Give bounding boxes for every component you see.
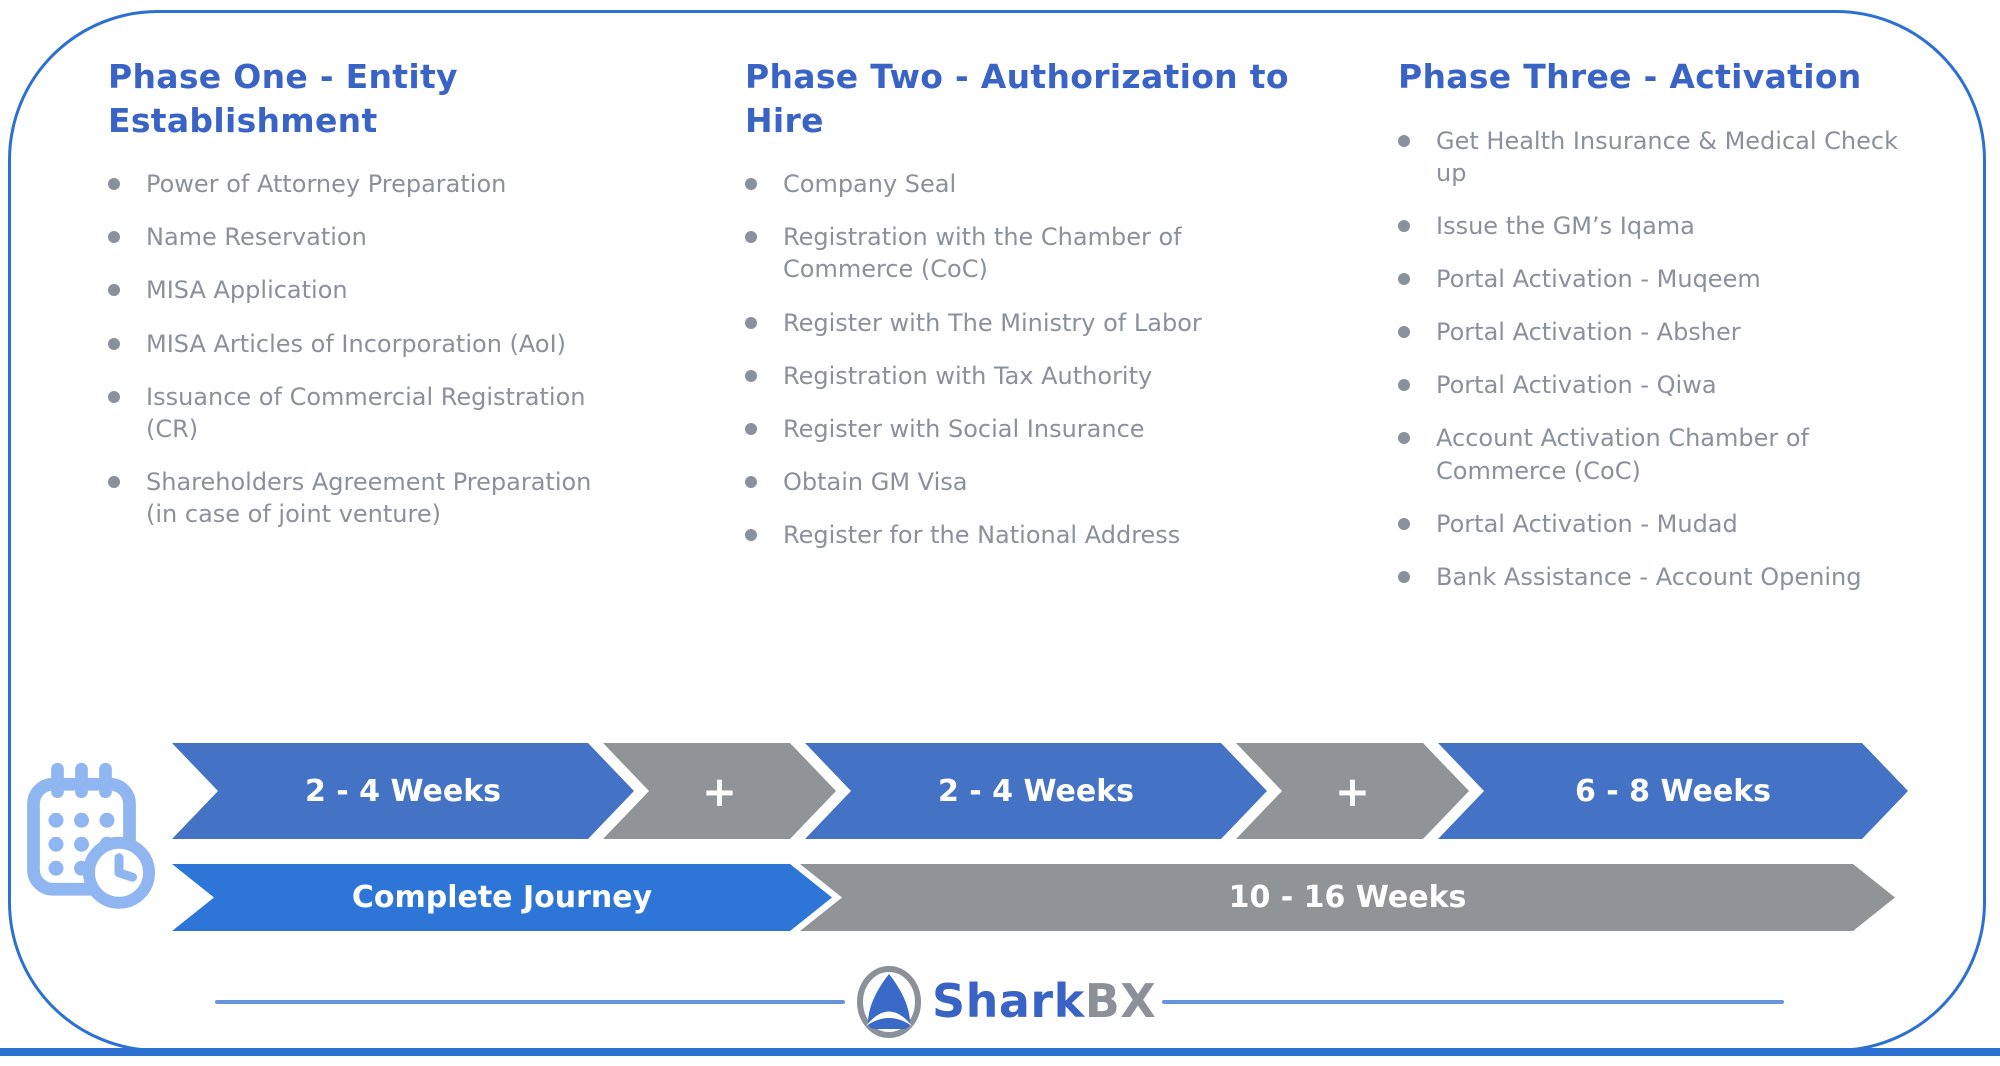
bullet-icon <box>745 231 757 244</box>
bullet-icon <box>108 178 120 191</box>
bullet-icon <box>745 476 757 489</box>
phase-two-title: Phase Two - Authorization to Hire <box>745 57 1289 140</box>
phase-one-column: Phase One - Entity Establishment Power o… <box>108 55 598 551</box>
bullet-icon <box>108 476 120 489</box>
bullet-icon <box>1398 570 1410 583</box>
duration-arrow-phase-two: 2 - 4 Weeks <box>805 743 1267 839</box>
list-item: Portal Activation - Muqeem <box>1398 263 1923 295</box>
list-item: Company Seal <box>745 168 1305 200</box>
list-item: Issuance of Commercial Registration (CR) <box>108 381 598 445</box>
list-item: Portal Activation - Mudad <box>1398 508 1923 540</box>
bullet-icon <box>1398 326 1410 339</box>
brand-secondary: BX <box>1084 974 1157 1028</box>
phase-two-list: Company Seal Registration with the Chamb… <box>745 168 1305 551</box>
list-item: Get Health Insurance & Medical Check up <box>1398 125 1923 189</box>
list-item: Shareholders Agreement Preparation (in c… <box>108 466 598 530</box>
list-item: Bank Assistance - Account Opening <box>1398 561 1923 593</box>
total-duration-label: 10 - 16 Weeks <box>1228 880 1467 915</box>
bullet-icon <box>1398 219 1410 232</box>
bullet-icon <box>745 178 757 191</box>
list-item: Account Activation Chamber of Commerce (… <box>1398 422 1923 486</box>
list-item: MISA Articles of Incorporation (AoI) <box>108 328 598 360</box>
list-item: Registration with Tax Authority <box>745 360 1305 392</box>
list-item: Portal Activation - Absher <box>1398 316 1923 348</box>
phase-one-title: Phase One - Entity Establishment <box>108 57 458 140</box>
list-item: Obtain GM Visa <box>745 466 1305 498</box>
bullet-icon <box>745 422 757 435</box>
bottom-border-line <box>0 1048 2000 1056</box>
complete-journey-arrow: Complete Journey <box>172 864 832 931</box>
bullet-icon <box>1398 517 1410 530</box>
list-item: Power of Attorney Preparation <box>108 168 598 200</box>
bullet-icon <box>745 529 757 542</box>
duration-arrow-phase-one: 2 - 4 Weeks <box>172 743 634 839</box>
list-item: Register for the National Address <box>745 519 1305 551</box>
bullet-icon <box>1398 273 1410 286</box>
bullet-icon <box>1398 432 1410 445</box>
plus-icon: + <box>701 766 738 816</box>
brand-primary: Shark <box>932 974 1085 1028</box>
duration-label: 2 - 4 Weeks <box>937 773 1135 809</box>
list-item: Issue the GM’s Iqama <box>1398 210 1923 242</box>
list-item: Portal Activation - Qiwa <box>1398 369 1923 401</box>
duration-label: 2 - 4 Weeks <box>304 773 502 809</box>
bullet-icon <box>108 390 120 403</box>
footer-divider-left <box>215 1000 845 1004</box>
bullet-icon <box>108 337 120 350</box>
phase-three-column: Phase Three - Activation Get Health Insu… <box>1398 55 1923 614</box>
plus-icon: + <box>1334 766 1371 816</box>
bullet-icon <box>108 231 120 244</box>
phase-one-list: Power of Attorney Preparation Name Reser… <box>108 168 598 530</box>
bullet-icon <box>745 316 757 329</box>
bullet-icon <box>1398 379 1410 392</box>
sharkbx-logo-text: SharkBX <box>932 974 1156 1028</box>
duration-arrow-phase-three: 6 - 8 Weeks <box>1438 743 1908 839</box>
list-item: MISA Application <box>108 274 598 306</box>
bullet-icon <box>108 284 120 297</box>
list-item: Registration with the Chamber of Commerc… <box>745 221 1305 285</box>
bullet-icon <box>1398 134 1410 147</box>
list-item: Register with The Ministry of Labor <box>745 307 1305 339</box>
bullet-icon <box>745 369 757 382</box>
duration-label: 6 - 8 Weeks <box>1574 773 1772 809</box>
phase-three-title: Phase Three - Activation <box>1398 57 1862 96</box>
journey-label: Complete Journey <box>351 880 653 915</box>
list-item: Register with Social Insurance <box>745 413 1305 445</box>
calendar-clock-icon <box>27 762 155 909</box>
total-duration-arrow: 10 - 16 Weeks <box>800 864 1895 931</box>
phase-three-list: Get Health Insurance & Medical Check up … <box>1398 125 1923 594</box>
sharkbx-logo-icon <box>857 966 921 1038</box>
list-item: Name Reservation <box>108 221 598 253</box>
footer-divider-right <box>1162 1000 1784 1004</box>
phase-two-column: Phase Two - Authorization to Hire Compan… <box>745 55 1305 572</box>
